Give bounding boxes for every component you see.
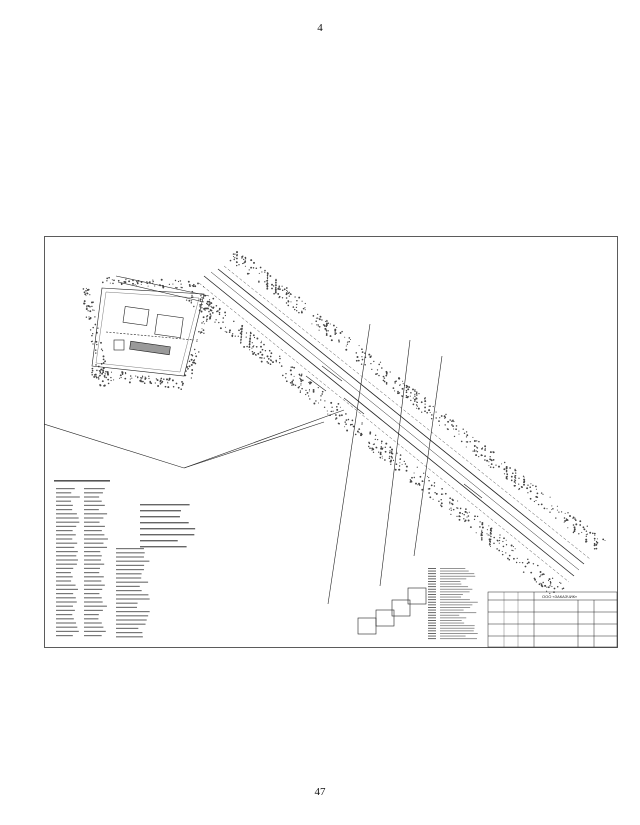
title-block-code: ООО «ЗАКАЗЧИК» — [542, 594, 578, 599]
legend-block — [428, 568, 478, 640]
site-plot — [91, 287, 205, 377]
page-number-bottom: 47 — [314, 786, 326, 798]
terrain-stipple — [82, 250, 606, 595]
site-plan-drawing: ООО «ЗАКАЗЧИК» — [44, 236, 618, 648]
coordinates-table — [54, 480, 196, 638]
access-road — [115, 275, 210, 303]
road-lines — [198, 265, 591, 583]
sheet-layout-sketch — [357, 587, 427, 635]
crossing-lines — [44, 323, 483, 605]
title-block — [487, 591, 618, 648]
page-number-top: 4 — [317, 22, 323, 34]
drawing-border — [44, 236, 618, 648]
